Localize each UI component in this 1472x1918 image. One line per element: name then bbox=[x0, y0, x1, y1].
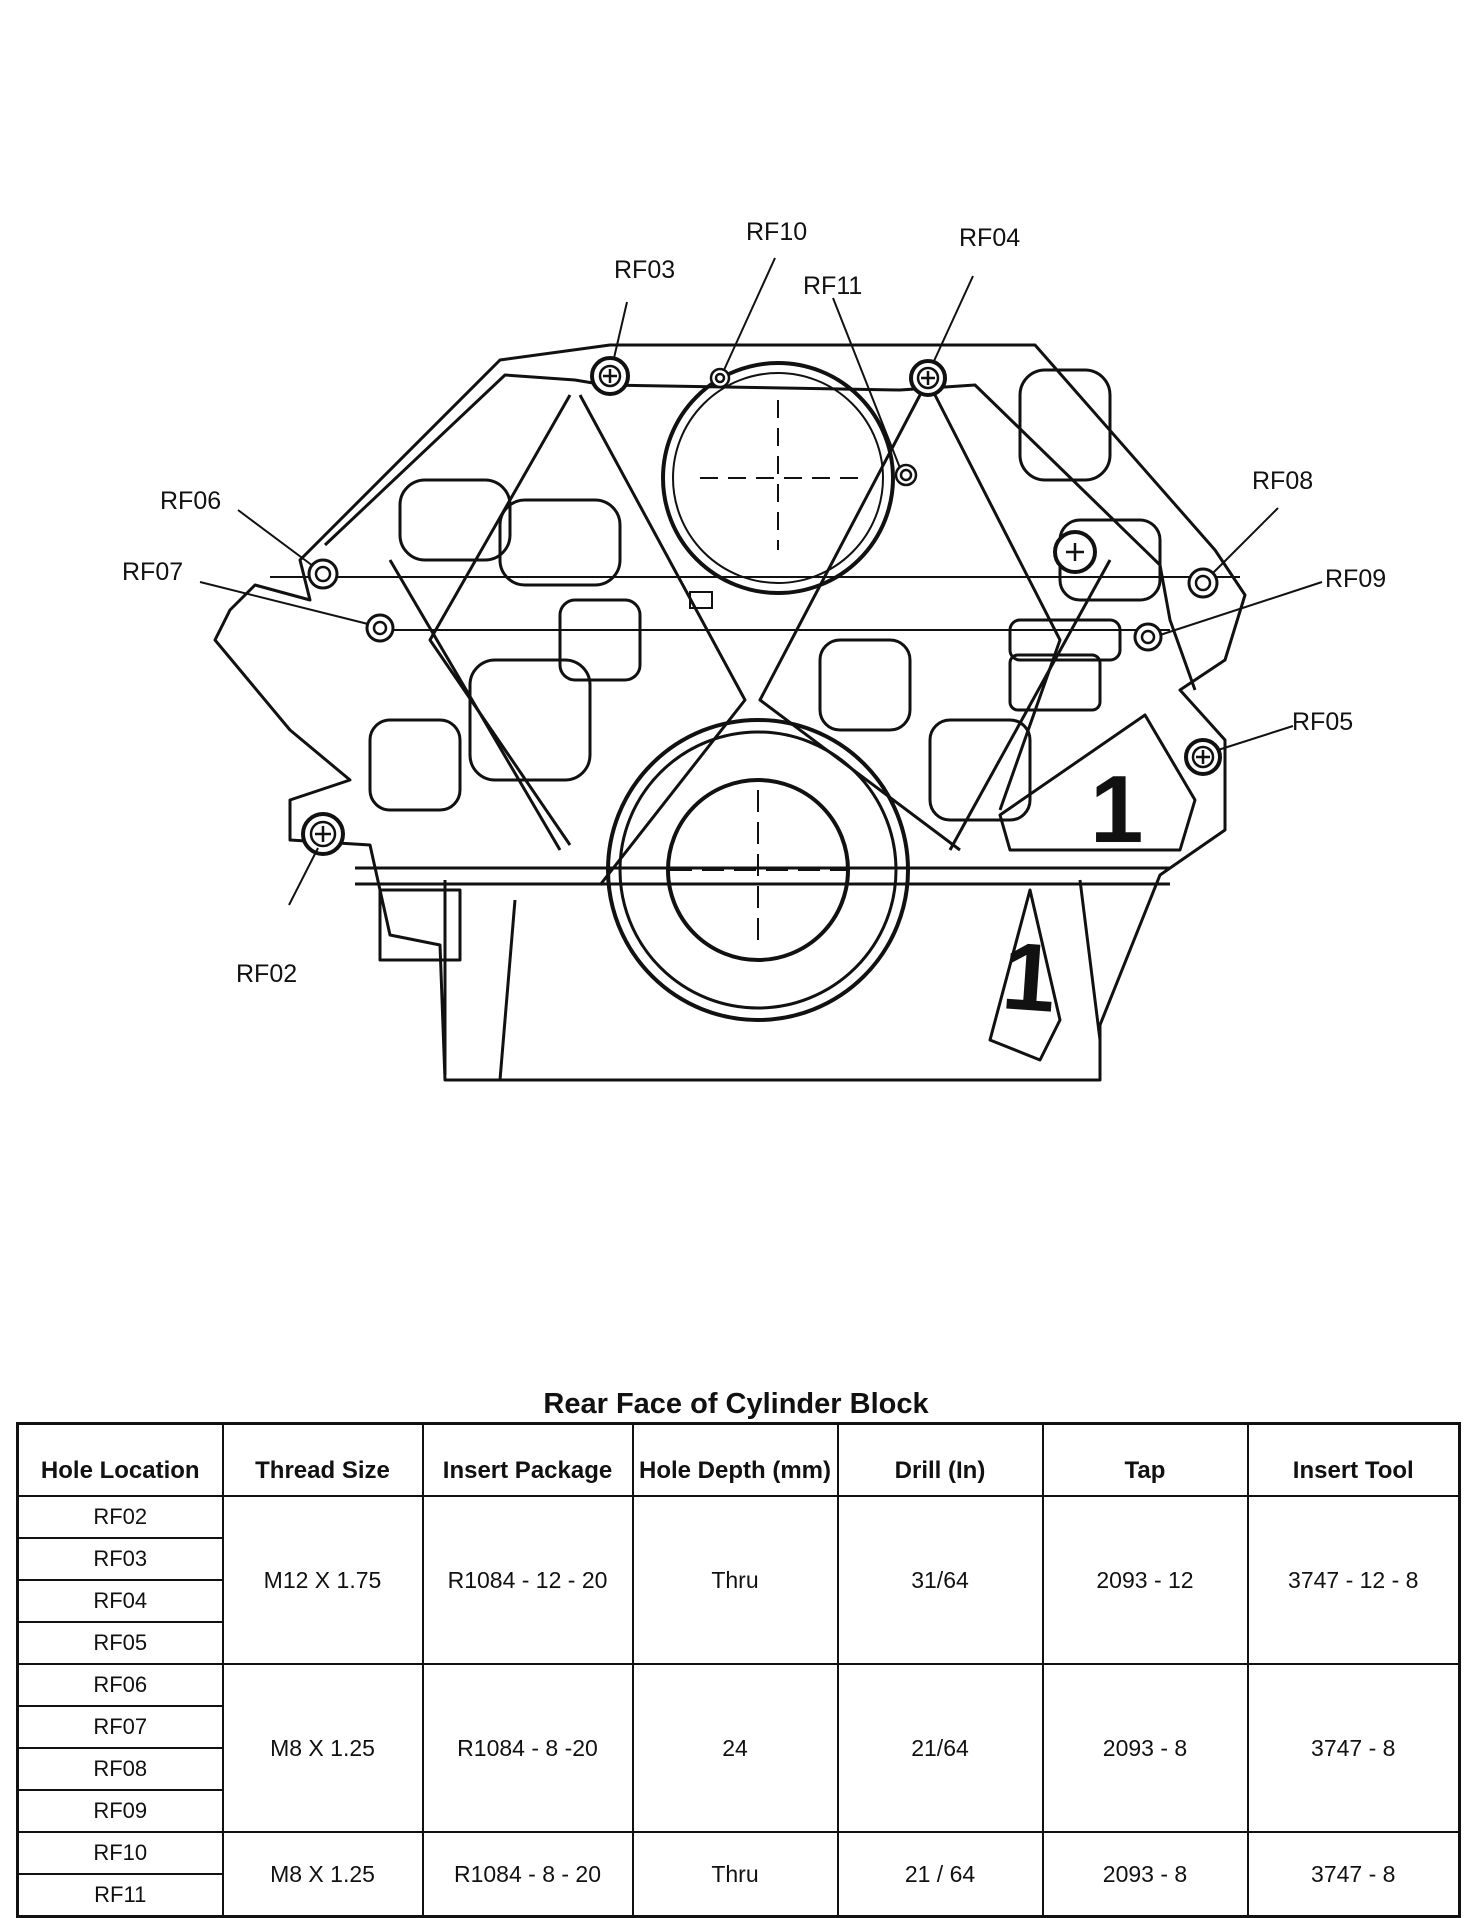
header-hole-depth: Hole Depth (mm) bbox=[631, 1422, 839, 1497]
block-outline bbox=[213, 343, 1247, 1082]
callout-rf08: RF08 bbox=[1252, 467, 1313, 495]
hole-rf02 bbox=[301, 812, 345, 856]
bank-mark-lower: 1 bbox=[999, 922, 1060, 1032]
cell-hole-depth: 24 bbox=[631, 1663, 839, 1833]
cell-insert-package: R1084 - 8 -20 bbox=[421, 1663, 634, 1833]
cell-location: RF07 bbox=[16, 1705, 224, 1749]
cell-tap: 2093 - 12 bbox=[1041, 1495, 1249, 1665]
cell-drill: 31/64 bbox=[836, 1495, 1044, 1665]
table-row: RF09 bbox=[16, 1789, 1460, 1833]
hole-rf09 bbox=[1133, 622, 1163, 652]
cell-location: RF05 bbox=[16, 1621, 224, 1665]
hole-rf11 bbox=[894, 463, 918, 487]
cell-tap: 2093 - 8 bbox=[1041, 1831, 1249, 1918]
cell-drill: 21/64 bbox=[836, 1663, 1044, 1833]
header-row: Hole Location Thread Size Insert Package… bbox=[16, 1422, 1461, 1497]
cell-tap: 2093 - 8 bbox=[1041, 1663, 1249, 1833]
cell-drill: 21 / 64 bbox=[836, 1831, 1044, 1918]
cell-thread-size: M8 X 1.25 bbox=[221, 1831, 424, 1918]
cell-location: RF10 bbox=[16, 1831, 224, 1875]
header-insert-package: Insert Package bbox=[421, 1422, 634, 1497]
header-thread-size: Thread Size bbox=[221, 1422, 424, 1497]
cell-hole-depth: Thru bbox=[631, 1831, 839, 1918]
cell-location: RF02 bbox=[16, 1495, 224, 1539]
table-row: RF03 bbox=[16, 1537, 1460, 1581]
bank-mark-upper: 1 bbox=[1090, 756, 1143, 863]
callout-rf07: RF07 bbox=[122, 558, 183, 586]
table-row: RF10 M8 X 1.25 R1084 - 8 - 20 Thru 21 / … bbox=[16, 1831, 1461, 1918]
cell-hole-depth: Thru bbox=[631, 1495, 839, 1665]
table-row: RF06 M8 X 1.25 R1084 - 8 -20 24 21/64 20… bbox=[16, 1663, 1461, 1833]
cell-location: RF08 bbox=[16, 1747, 224, 1791]
cell-thread-size: M12 X 1.75 bbox=[221, 1495, 424, 1665]
table-row: RF02 M12 X 1.75 R1084 - 12 - 20 Thru 31/… bbox=[16, 1495, 1461, 1665]
header-drill: Drill (In) bbox=[836, 1422, 1044, 1497]
callout-rf02: RF02 bbox=[236, 960, 297, 988]
table-row: RF07 bbox=[16, 1705, 1460, 1749]
deck-inner-outline bbox=[323, 373, 1197, 691]
hole-rf03 bbox=[590, 356, 630, 396]
table-title: Rear Face of Cylinder Block bbox=[543, 1388, 929, 1420]
hole-rf05 bbox=[1184, 738, 1222, 776]
cell-insert-tool: 3747 - 8 bbox=[1246, 1831, 1461, 1918]
callout-rf05: RF05 bbox=[1292, 708, 1353, 736]
callout-rf06: RF06 bbox=[160, 487, 221, 515]
callout-rf11: RF11 bbox=[803, 272, 862, 300]
table-row: RF08 bbox=[16, 1747, 1460, 1791]
callout-rf04: RF04 bbox=[959, 224, 1020, 252]
callout-rf09: RF09 bbox=[1325, 565, 1386, 593]
callout-rf03: RF03 bbox=[614, 256, 675, 284]
insert-spec-table: Hole Location Thread Size Insert Package… bbox=[16, 1422, 1461, 1918]
callout-rf10: RF10 bbox=[746, 218, 807, 246]
hole-rf04 bbox=[909, 359, 947, 397]
cell-location: RF03 bbox=[16, 1537, 224, 1581]
cell-insert-package: R1084 - 12 - 20 bbox=[421, 1495, 634, 1665]
cell-thread-size: M8 X 1.25 bbox=[221, 1663, 424, 1833]
table-row: RF04 bbox=[16, 1579, 1460, 1623]
cell-location: RF09 bbox=[16, 1789, 224, 1833]
cell-location: RF06 bbox=[16, 1663, 224, 1707]
cylinder-block-rear-face-diagram: RF02 RF03 RF04 RF05 RF06 RF07 RF08 RF09 … bbox=[122, 218, 1386, 1082]
table-row: RF05 bbox=[16, 1621, 1460, 1665]
header-insert-tool: Insert Tool bbox=[1246, 1422, 1461, 1497]
header-tap: Tap bbox=[1041, 1422, 1249, 1497]
hole-rf10 bbox=[709, 367, 731, 389]
header-hole-location: Hole Location bbox=[16, 1422, 224, 1497]
cell-insert-tool: 3747 - 8 bbox=[1246, 1663, 1461, 1833]
cell-insert-tool: 3747 - 12 - 8 bbox=[1246, 1495, 1461, 1665]
hole-rf08 bbox=[1187, 567, 1219, 599]
cell-location: RF11 bbox=[16, 1873, 224, 1918]
hole-rf06 bbox=[307, 558, 339, 590]
dowel-boss bbox=[1053, 530, 1097, 574]
cell-insert-package: R1084 - 8 - 20 bbox=[421, 1831, 634, 1918]
hole-rf07 bbox=[365, 613, 395, 643]
cell-location: RF04 bbox=[16, 1579, 224, 1623]
